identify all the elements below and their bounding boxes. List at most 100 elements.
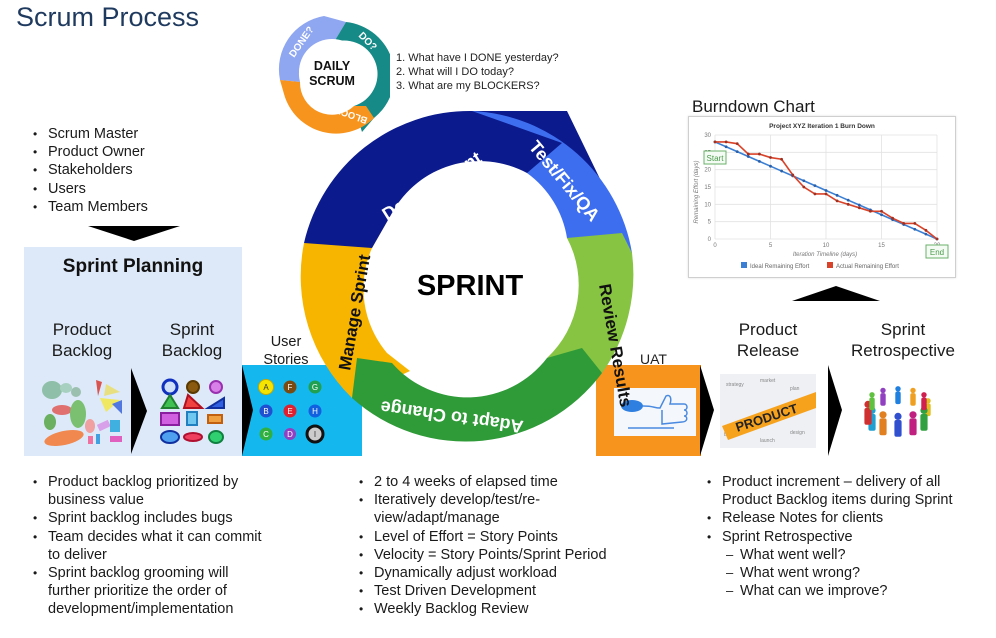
data-point xyxy=(769,164,772,168)
sprint-retrospective-label-line2: Retrospective xyxy=(851,341,955,360)
role-item: Scrum Master xyxy=(32,125,148,143)
planning-notes-list: Product backlog prioritized by business … xyxy=(32,473,272,619)
note-item: Team decides what it can commit to deliv… xyxy=(32,528,272,564)
segment-adapt-to-change xyxy=(352,348,602,442)
data-point xyxy=(813,192,817,196)
role-item: Stakeholders xyxy=(32,161,148,179)
chart-y-axis-label: Remaining Effort (days) xyxy=(694,160,700,223)
role-item: Product Owner xyxy=(32,143,148,161)
daily-question: 1. What have I DONE yesterday? xyxy=(396,52,559,64)
sprint-retrospective-label: Sprint Retrospective xyxy=(838,319,968,361)
release-notes-list: Product increment – delivery of all Prod… xyxy=(706,473,966,601)
y-tick-label: 15 xyxy=(704,185,711,191)
data-point xyxy=(758,159,761,163)
legend-swatch xyxy=(827,262,833,268)
mouse-thumbs-up-image xyxy=(614,388,696,436)
note-item: Product backlog prioritized by business … xyxy=(32,473,272,509)
story-node-a: A xyxy=(263,383,269,392)
x-tick-label: 10 xyxy=(823,243,830,249)
svg-text:design: design xyxy=(790,430,805,436)
person-body xyxy=(921,397,927,411)
sprint-backlog-label: Sprint Backlog xyxy=(146,319,238,361)
y-tick-label: 5 xyxy=(708,220,712,226)
person-body xyxy=(910,393,916,406)
legend-label: Actual Remaining Effort xyxy=(836,264,899,270)
page-title: Scrum Process xyxy=(16,2,200,32)
role-item: Users xyxy=(32,180,148,198)
note-item: Dynamically adjust workload xyxy=(358,564,638,582)
data-point xyxy=(713,140,717,144)
daily-segment-blocker xyxy=(280,80,374,134)
sprint-retrospective-label-line1: Sprint xyxy=(880,320,926,339)
data-point xyxy=(846,202,850,206)
note-item: Sprint backlog grooming will further pri… xyxy=(32,564,272,619)
data-point xyxy=(746,152,750,156)
data-point xyxy=(913,227,917,231)
person-head xyxy=(921,392,927,398)
y-tick-label: 10 xyxy=(704,202,711,208)
note-item: Sprint backlog includes bugs xyxy=(32,509,272,527)
y-tick-label: 30 xyxy=(704,133,711,139)
story-node-i: I xyxy=(314,430,316,439)
product-backlog-label-line2: Backlog xyxy=(51,341,113,360)
note-item: What went wrong? xyxy=(706,564,966,582)
daily-scrum-questions: 1. What have I DONE yesterday? 2. What w… xyxy=(396,51,559,93)
svg-text:market: market xyxy=(760,378,776,384)
data-point xyxy=(902,222,906,225)
chevron-right-icon xyxy=(828,365,842,456)
note-item: What can we improve? xyxy=(706,582,966,600)
data-point xyxy=(880,213,883,217)
daily-question: 3. What are my BLOCKERS? xyxy=(396,80,540,92)
person-head xyxy=(910,387,916,394)
data-point xyxy=(735,150,739,154)
data-point xyxy=(746,155,750,158)
x-tick-label: 0 xyxy=(713,243,717,249)
note-item: Release Notes for clients xyxy=(706,509,966,527)
person-body xyxy=(864,408,872,425)
product-backlog-label: Product Backlog xyxy=(36,319,128,361)
person-head xyxy=(895,386,901,392)
person-body xyxy=(920,414,928,431)
story-node-c: C xyxy=(263,430,269,439)
product-release-label: Product Release xyxy=(718,319,818,361)
data-point xyxy=(913,222,917,225)
y-tick-label: 0 xyxy=(708,237,712,243)
story-node-g: G xyxy=(312,383,318,392)
person-head xyxy=(879,411,887,419)
person-body xyxy=(909,418,917,436)
person-body xyxy=(869,397,875,411)
story-node-d: D xyxy=(287,430,293,439)
team-circle-image xyxy=(864,386,931,437)
note-item: Level of Effort = Story Points xyxy=(358,528,638,546)
sprint-notes-list: 2 to 4 weeks of elapsed timeIteratively … xyxy=(358,473,638,619)
legend-label: Ideal Remaining Effort xyxy=(750,264,810,270)
note-item: Product increment – delivery of all Prod… xyxy=(706,473,966,509)
data-point xyxy=(758,152,761,156)
story-node-h: H xyxy=(312,407,318,416)
story-node-b: B xyxy=(263,407,268,416)
data-point xyxy=(880,209,883,213)
person-body xyxy=(894,420,902,437)
svg-text:strategy: strategy xyxy=(726,382,744,388)
burndown-chart: Project XYZ Iteration 1 Burn Down Remain… xyxy=(694,123,949,270)
person-head xyxy=(880,387,886,394)
person-head xyxy=(894,412,902,420)
data-point xyxy=(724,145,728,149)
sprint-planning-title: Sprint Planning xyxy=(62,256,204,277)
chart-start-annotation: Start xyxy=(707,154,725,163)
user-stories-graph: A B C D E F G H I xyxy=(258,379,325,444)
user-stories-label-line2: Stories xyxy=(263,352,309,368)
daily-segment-do xyxy=(334,22,390,132)
person-body xyxy=(895,391,901,405)
daily-segment-done xyxy=(278,16,346,82)
data-point xyxy=(869,209,872,213)
data-point xyxy=(780,157,783,161)
burndown-heading: Burndown Chart xyxy=(692,97,815,116)
chart-title: Project XYZ Iteration 1 Burn Down xyxy=(769,123,875,130)
legend-swatch xyxy=(741,262,747,268)
product-release-label-line2: Release xyxy=(736,341,800,360)
story-node-e: E xyxy=(287,407,292,416)
user-stories-label-line1: User xyxy=(270,334,302,350)
svg-text:launch: launch xyxy=(760,438,775,444)
data-point xyxy=(769,156,772,159)
